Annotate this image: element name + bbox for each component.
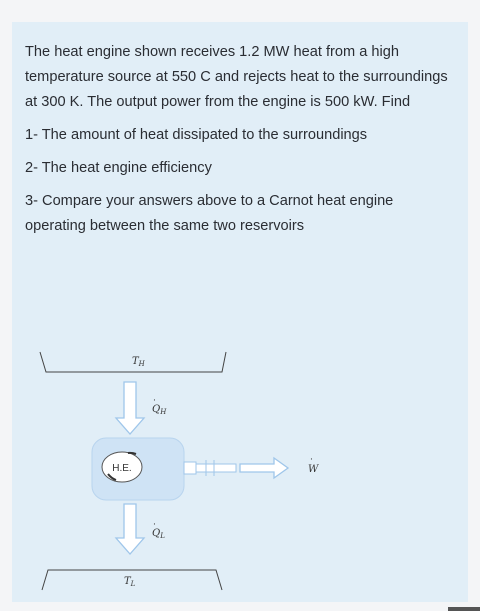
high-temp-reservoir bbox=[39, 351, 227, 373]
engine-label: H.E. bbox=[112, 463, 131, 474]
question-item-1: 1- The amount of heat dissipated to the … bbox=[25, 127, 368, 143]
svg-text:·: · bbox=[153, 520, 156, 530]
low-temp-reservoir bbox=[41, 569, 223, 591]
w-label: W bbox=[308, 464, 319, 475]
question-item-2: 2- The heat engine efficiency bbox=[25, 160, 212, 176]
engine-circle bbox=[101, 451, 143, 483]
question-text: The heat engine shown receives 1.2 MW he… bbox=[25, 40, 455, 247]
work-arrow bbox=[239, 456, 290, 480]
ql-arrow bbox=[114, 503, 146, 555]
svg-text:·: · bbox=[310, 455, 313, 465]
th-label: TH bbox=[132, 356, 146, 368]
qh-arrow bbox=[114, 381, 146, 435]
bottom-edge-bar bbox=[448, 607, 480, 611]
question-intro: The heat engine shown receives 1.2 MW he… bbox=[25, 44, 448, 110]
heat-engine-diagram: TH QH · H.E. W · QL · TL bbox=[39, 351, 319, 591]
ql-label: QL bbox=[152, 528, 165, 540]
output-shaft bbox=[195, 463, 237, 473]
qh-label: QH bbox=[152, 404, 167, 416]
question-card: The heat engine shown receives 1.2 MW he… bbox=[12, 22, 468, 602]
tl-label: TL bbox=[124, 576, 136, 588]
question-item-3: 3- Compare your answers above to a Carno… bbox=[25, 193, 394, 234]
svg-text:·: · bbox=[153, 396, 156, 406]
